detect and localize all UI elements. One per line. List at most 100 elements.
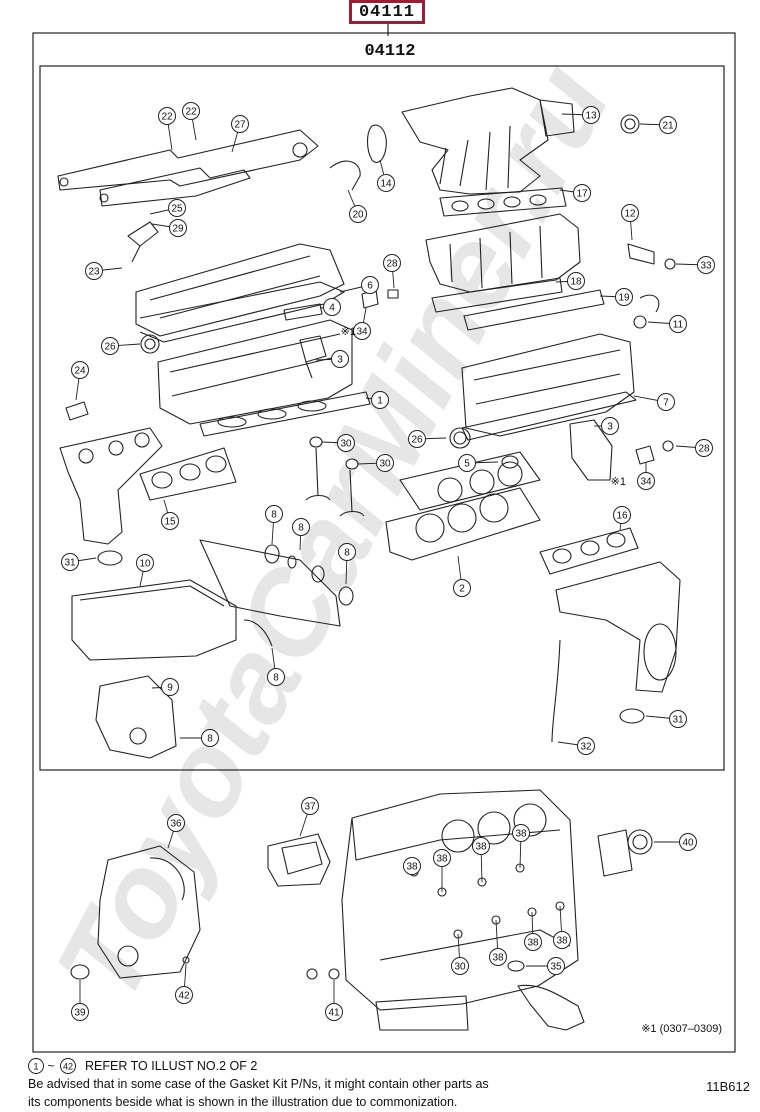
callout-bubble (601, 417, 619, 435)
callout-number: 18 (570, 277, 582, 288)
callout-number: 25 (171, 204, 183, 215)
callout-number: 28 (698, 444, 710, 455)
callout-bubble (161, 512, 179, 530)
callout-bubble (161, 678, 179, 696)
callout-bubble (553, 931, 571, 949)
callout-number: 8 (273, 673, 279, 684)
callout-number: 37 (304, 802, 316, 813)
callout-bubble (101, 337, 119, 355)
callout-bubble (175, 986, 193, 1004)
callout-number: 28 (386, 259, 398, 270)
variant-note: ※1 (341, 326, 356, 338)
callout-number: 35 (550, 962, 562, 973)
callout-bubble (433, 849, 451, 867)
injector (127, 221, 159, 263)
callout-bubble (567, 272, 585, 290)
callout-number: 34 (356, 327, 368, 338)
caption-line-3: its components beside what is shown in t… (28, 1095, 458, 1109)
callout-bubble (349, 205, 367, 223)
callout-bubble (231, 115, 249, 133)
callout-bubble (524, 933, 542, 951)
callout-bubble (337, 434, 355, 452)
callout-bubble (573, 184, 591, 202)
callout-number: 27 (234, 120, 246, 131)
callout-bubble (323, 298, 341, 316)
callout-bubble (458, 454, 476, 472)
callout-bubble (182, 102, 200, 120)
callout-number: 38 (556, 936, 568, 947)
callout-number: 32 (580, 742, 592, 753)
callout-bubble (451, 957, 469, 975)
caption-range: 1 ~ 42 (28, 1058, 76, 1074)
callout-bubble (371, 391, 389, 409)
callout-number: 38 (475, 842, 487, 853)
callout-number: 3 (607, 422, 613, 433)
callout-number: 15 (164, 517, 176, 528)
callout-number: 7 (663, 398, 669, 409)
callout-number: 31 (64, 558, 76, 569)
callout-number: 12 (624, 209, 636, 220)
exhaust-manifold-left (59, 427, 163, 545)
callout-bubble (453, 579, 471, 597)
callout-number: 38 (527, 938, 539, 949)
variant-note: ※1 (611, 476, 626, 488)
callout-bubble (167, 814, 185, 832)
callout-bubble (637, 472, 655, 490)
callout-bubble (669, 315, 687, 333)
gasket-loop (366, 124, 387, 163)
callout-bubble (201, 729, 219, 747)
callout-number: 6 (367, 281, 373, 292)
callout-number: 16 (616, 511, 628, 522)
callout-number: 39 (74, 1008, 86, 1019)
exhaust-manifold-right (555, 561, 681, 693)
caption-line-2: Be advised that in some case of the Gask… (28, 1077, 489, 1091)
outer-part-code-box: 04111 (349, 0, 425, 24)
lower-part-drawings (70, 789, 653, 1031)
callout-number: 38 (406, 862, 418, 873)
callout-bubble (383, 254, 401, 272)
callout-bubble (136, 554, 154, 572)
callout-bubble (615, 288, 633, 306)
callout-bubble (613, 506, 631, 524)
cylinder-head-left (157, 319, 353, 425)
caption-range-end: 42 (63, 1062, 73, 1072)
callout-number: 19 (618, 293, 630, 304)
head-gasket-left (199, 391, 371, 437)
callout-number: 1 (377, 396, 383, 407)
callout-bubble (85, 262, 103, 280)
callout-number: 33 (700, 261, 712, 272)
callout-bubble (472, 837, 490, 855)
callout-number: 26 (104, 342, 116, 353)
outer-frame (32, 32, 736, 1053)
callout-number: 40 (682, 838, 694, 849)
callout-bubble (71, 361, 89, 379)
callout-number: 10 (139, 559, 151, 570)
part-drawings (57, 87, 681, 759)
callout-number: 42 (178, 991, 190, 1002)
callout-bubble (403, 857, 421, 875)
callout-number: 38 (515, 829, 527, 840)
callout-bubble (512, 824, 530, 842)
callout-number: 38 (436, 854, 448, 865)
caption-range-start: 1 (33, 1062, 38, 1072)
callout-bubble (331, 350, 349, 368)
gasket-15 (139, 447, 237, 501)
wire-clip (329, 160, 361, 191)
callout-bubble (301, 797, 319, 815)
callout-bubble (657, 393, 675, 411)
callout-number: 31 (672, 715, 684, 726)
callout-number: 23 (88, 267, 100, 278)
engine-block (341, 789, 579, 1011)
callout-bubble (71, 1003, 89, 1021)
callout-bubble (621, 204, 639, 222)
callout-number: 26 (411, 435, 423, 446)
callout-bubble (697, 256, 715, 274)
valve-cover-left (135, 243, 345, 337)
callout-bubble (577, 737, 595, 755)
callout-bubble (361, 276, 379, 294)
callout-bubble (265, 505, 283, 523)
callout-number: 13 (585, 111, 597, 122)
gasket-19 (463, 289, 605, 331)
callout-bubble (267, 668, 285, 686)
cover-37 (267, 833, 331, 887)
